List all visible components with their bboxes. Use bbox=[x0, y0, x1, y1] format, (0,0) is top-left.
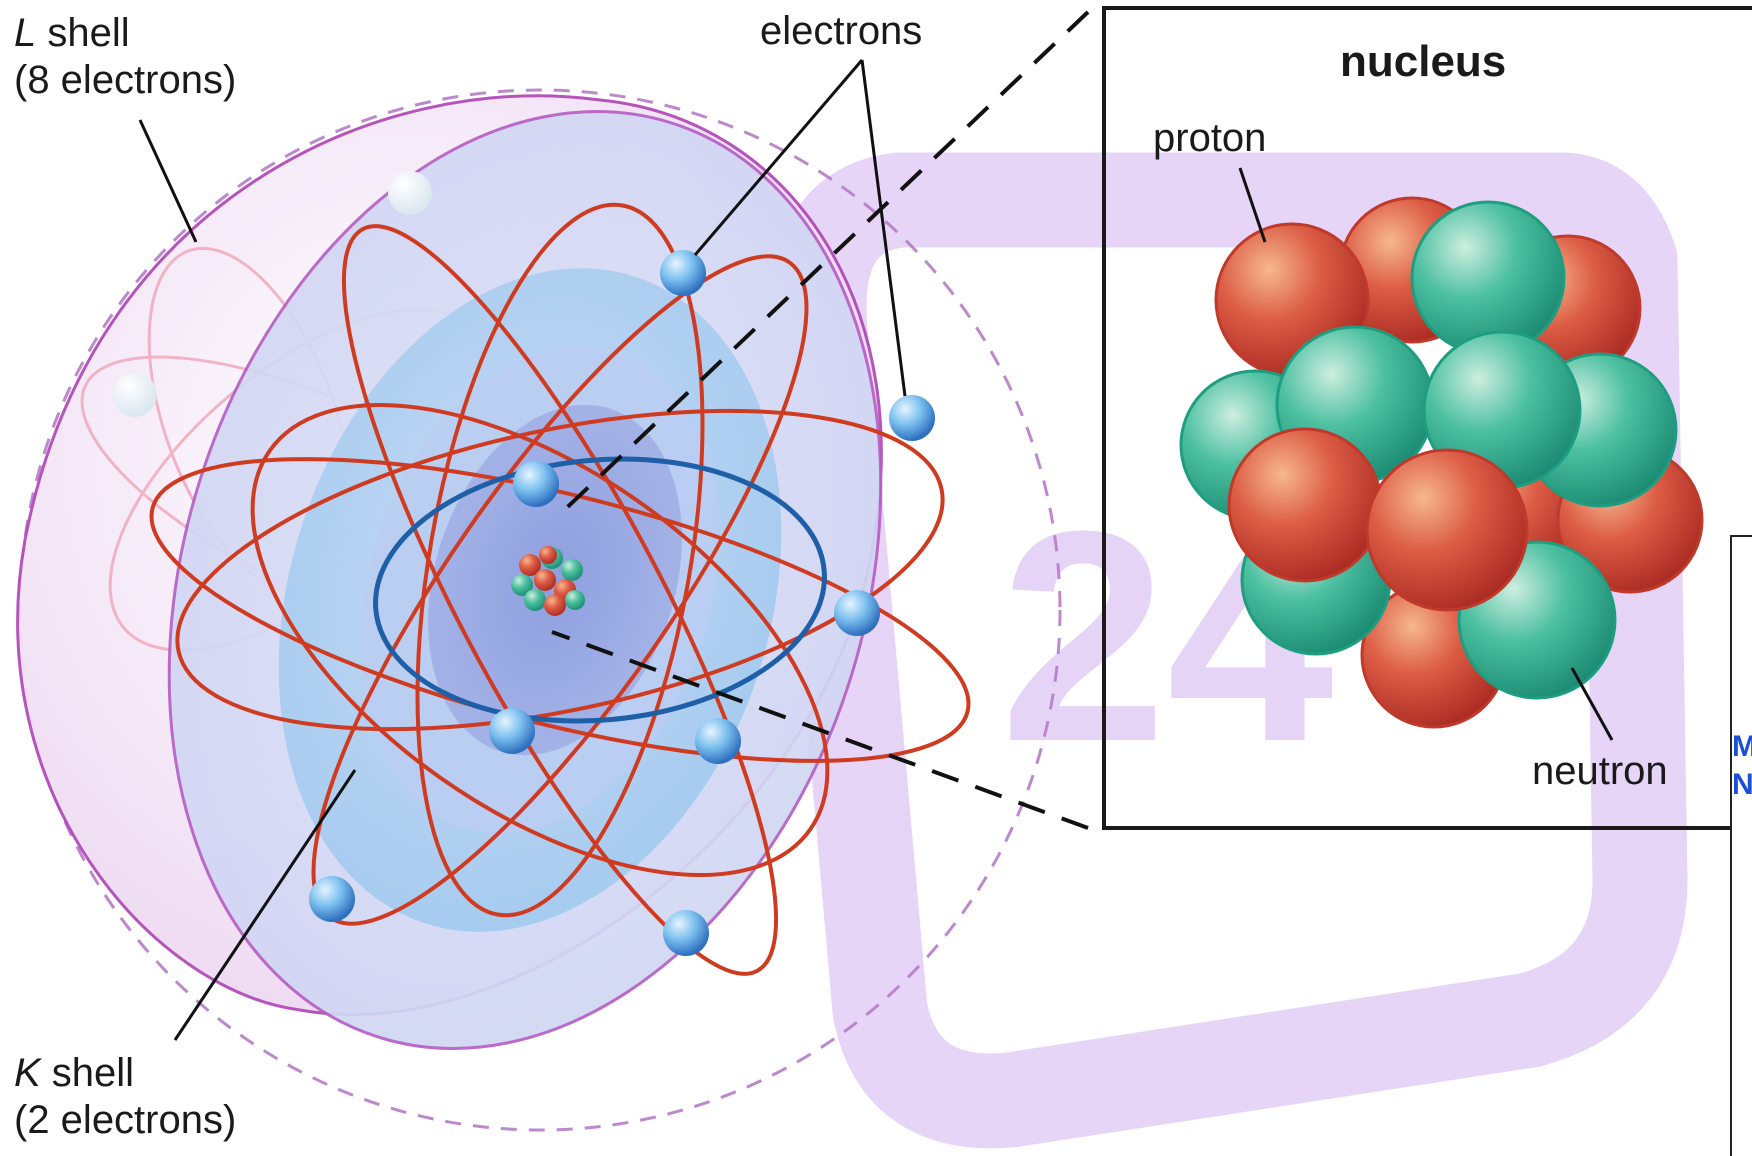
proton-sphere bbox=[1365, 448, 1529, 612]
k-shell-letter: K bbox=[14, 1051, 41, 1095]
zoom-line-bottom bbox=[551, 630, 1089, 830]
electron bbox=[489, 708, 535, 754]
nucleus-title: nucleus bbox=[1340, 37, 1507, 86]
neutron-label: neutron bbox=[1532, 749, 1668, 793]
electron bbox=[663, 910, 709, 956]
l-shell-word: shell bbox=[36, 11, 130, 55]
l-shell-title: L shell bbox=[14, 10, 236, 57]
electrons-label: electrons bbox=[760, 9, 923, 53]
zoom-line-top bbox=[554, 10, 1090, 520]
l-shell-count: (8 electrons) bbox=[14, 58, 237, 103]
l-shell-leader bbox=[138, 119, 198, 243]
nucleus-box bbox=[1102, 6, 1752, 830]
k-shell-orbit bbox=[373, 456, 827, 724]
leader-lines bbox=[138, 59, 1614, 1041]
k-shell-word: shell bbox=[40, 1051, 135, 1095]
side-panel-text: M N bbox=[1732, 730, 1752, 801]
electrons-leader-1 bbox=[693, 59, 864, 256]
electrons-leader-2 bbox=[860, 59, 907, 397]
electron bbox=[695, 718, 741, 764]
large-nucleus bbox=[1179, 196, 1704, 729]
electron bbox=[660, 250, 706, 296]
l-shell-letter: L bbox=[14, 11, 37, 55]
k-shell-count: (2 electrons) bbox=[14, 1098, 237, 1143]
electron bbox=[889, 395, 935, 441]
neutron-sphere bbox=[1410, 200, 1566, 356]
electrons bbox=[113, 171, 935, 956]
proton-sphere bbox=[1227, 427, 1383, 583]
electron-pale bbox=[113, 373, 157, 417]
electron bbox=[513, 461, 559, 507]
nucleus-inset bbox=[551, 6, 1752, 830]
electron-pale bbox=[388, 171, 432, 215]
side-panel bbox=[1730, 535, 1752, 1156]
k-shell-title: K shell bbox=[14, 1050, 236, 1097]
small-nucleus bbox=[511, 546, 585, 616]
k-shell-leader bbox=[173, 769, 357, 1041]
l-shell-label: L shell (8 electrons) bbox=[14, 10, 236, 104]
neutron-leader bbox=[1570, 667, 1614, 741]
electron bbox=[834, 590, 880, 636]
proton-label: proton bbox=[1153, 116, 1267, 160]
electron bbox=[309, 876, 355, 922]
proton-leader bbox=[1238, 167, 1267, 243]
k-shell-label: K shell (2 electrons) bbox=[14, 1050, 236, 1144]
